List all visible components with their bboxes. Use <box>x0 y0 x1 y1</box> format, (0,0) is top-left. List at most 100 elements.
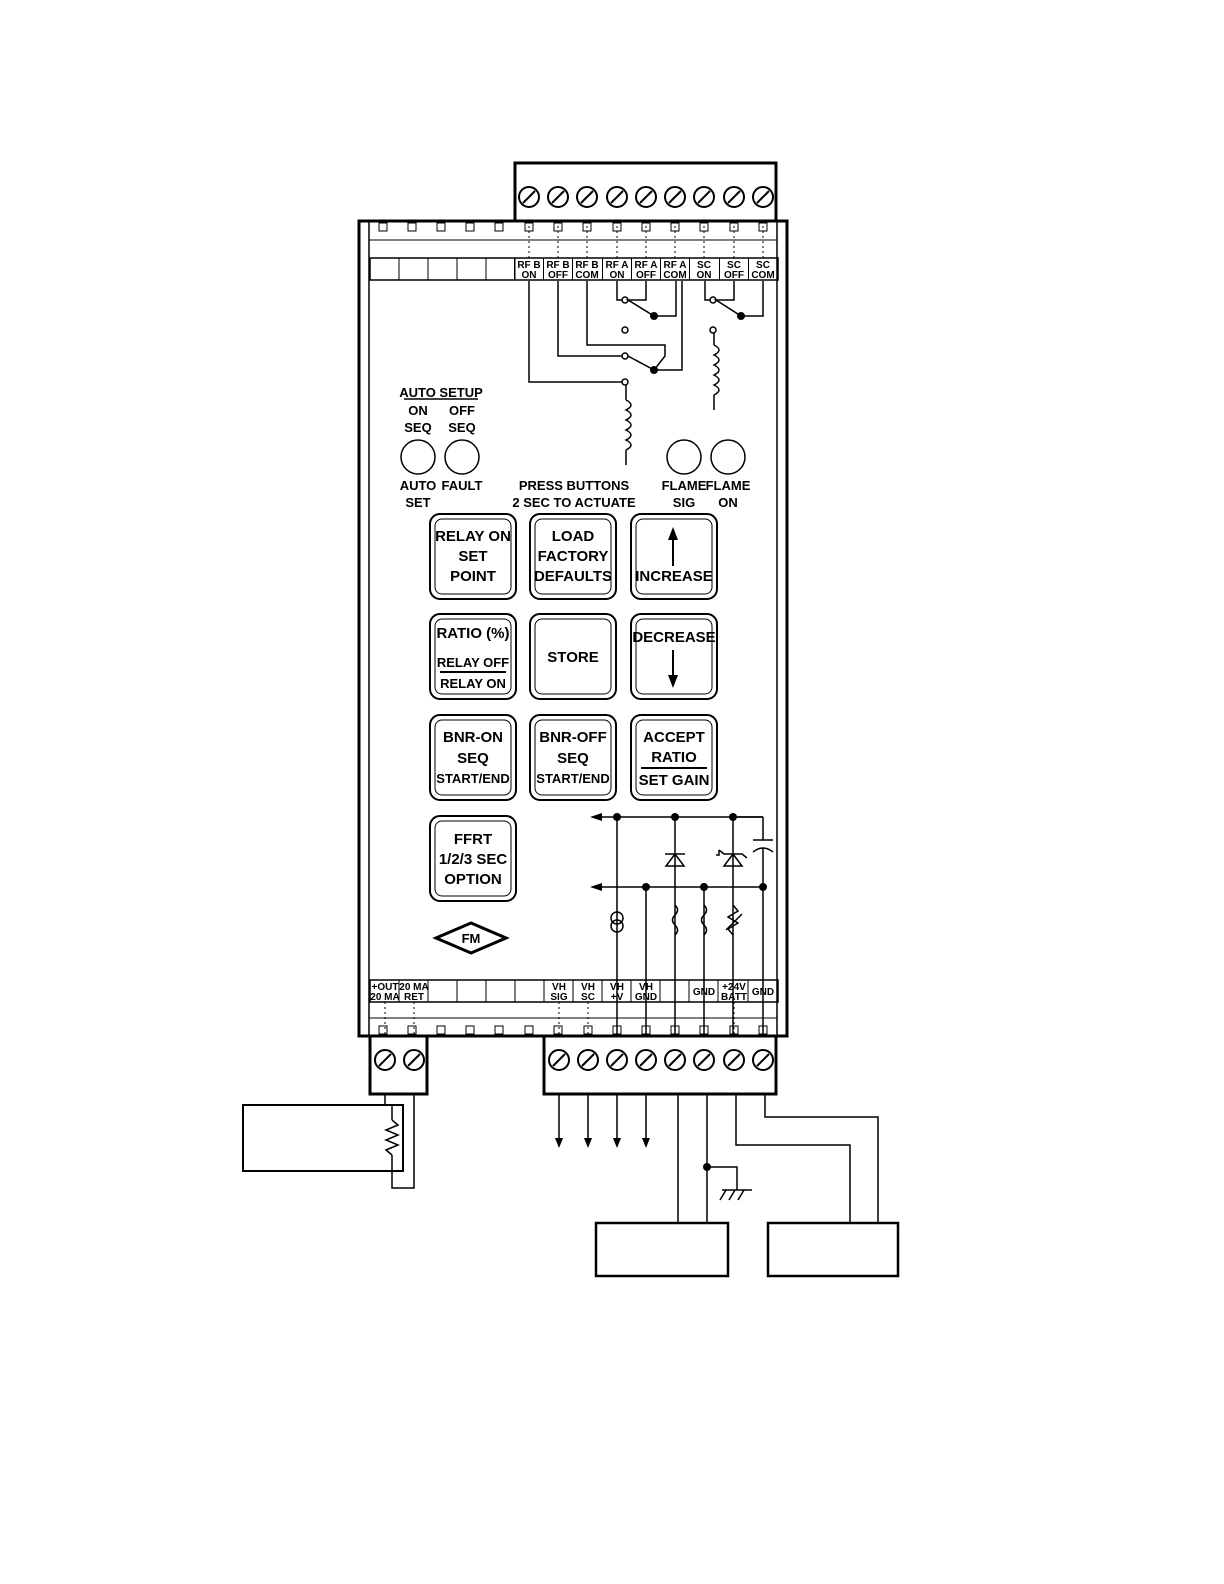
svg-text:AUTO SETUP: AUTO SETUP <box>399 385 483 400</box>
svg-text:SIG: SIG <box>673 495 695 510</box>
housing-tab <box>436 222 446 232</box>
housing-tab <box>494 222 504 232</box>
input-schematic <box>600 816 774 1036</box>
svg-text:FACTORY: FACTORY <box>538 548 609 565</box>
ffrt-option-button[interactable]: FFRT 1/2/3 SEC OPTION <box>429 815 517 902</box>
svg-text:OPTION: OPTION <box>444 871 502 888</box>
housing-tab <box>407 222 417 232</box>
terminal-screw-icon <box>548 1049 570 1071</box>
svg-text:RATIO (%): RATIO (%) <box>436 625 509 642</box>
auto-set-led <box>400 439 436 475</box>
terminal-label: SC <box>756 260 770 271</box>
terminal-screw-icon <box>752 186 774 208</box>
svg-text:START/END: START/END <box>536 771 609 786</box>
svg-text:RATIO: RATIO <box>651 749 697 766</box>
bottom-connector-right <box>542 1034 778 1096</box>
terminal-screw-icon <box>664 1049 686 1071</box>
terminal-screw-icon <box>635 1049 657 1071</box>
housing-tab <box>436 1025 446 1035</box>
store-button[interactable]: STORE <box>529 613 617 700</box>
terminal-label: ON <box>697 270 712 281</box>
auto-setup-label: AUTO SETUP ON SEQ OFF SEQ <box>399 385 483 435</box>
flame-sig-led <box>666 439 702 475</box>
svg-text:RELAY ON: RELAY ON <box>440 676 506 691</box>
terminal-label: RF A <box>664 260 687 271</box>
input-schematic-arrows <box>590 813 767 891</box>
svg-text:DEFAULTS: DEFAULTS <box>534 568 612 585</box>
svg-text:SEQ: SEQ <box>404 420 431 435</box>
housing-tab <box>407 1025 417 1035</box>
svg-text:BNR-ON: BNR-ON <box>443 729 503 746</box>
flame-on-led <box>710 439 746 475</box>
bnr-on-seq-button[interactable]: BNR-ON SEQ START/END <box>429 714 517 801</box>
terminal-screw-icon <box>403 1049 425 1071</box>
terminal-label: VH <box>610 982 624 993</box>
terminal-screw-icon <box>518 186 540 208</box>
terminal-label: RF A <box>606 260 629 271</box>
terminal-screw-icon <box>723 1049 745 1071</box>
svg-text:FAULT: FAULT <box>442 478 483 493</box>
terminal-label: RF B <box>575 260 598 271</box>
led-labels: AUTO SET FAULT FLAME SIG FLAME ON <box>400 478 751 510</box>
terminal-label: RF B <box>546 260 569 271</box>
terminal-screw-icon <box>577 1049 599 1071</box>
bottom-connector-left <box>368 1034 429 1096</box>
svg-text:POINT: POINT <box>450 568 496 585</box>
terminal-label: SC <box>581 992 595 1003</box>
terminal-label: GND <box>635 992 657 1003</box>
terminal-label: SC <box>727 260 741 271</box>
svg-text:AUTO: AUTO <box>400 478 437 493</box>
ratio-button[interactable]: RATIO (%) RELAY OFF RELAY ON <box>429 613 517 700</box>
svg-text:ACCEPT: ACCEPT <box>643 729 705 746</box>
housing-tab <box>465 1025 475 1035</box>
svg-text:2 SEC TO ACTUATE: 2 SEC TO ACTUATE <box>512 495 636 510</box>
svg-text:RELAY ON: RELAY ON <box>435 528 511 545</box>
terminal-label: BATT <box>721 992 747 1003</box>
svg-text:SET GAIN: SET GAIN <box>639 772 710 789</box>
terminal-label: SC <box>697 260 711 271</box>
terminal-label: COM <box>751 270 774 281</box>
terminal-label: +OUT <box>372 982 399 993</box>
terminal-screw-icon <box>576 186 598 208</box>
top-connector <box>513 161 778 223</box>
svg-text:ON: ON <box>718 495 738 510</box>
terminal-screw-icon <box>693 186 715 208</box>
svg-text:SET: SET <box>458 548 487 565</box>
relay-on-set-point-button[interactable]: RELAY ON SET POINT <box>429 513 517 600</box>
svg-text:FLAME: FLAME <box>706 478 751 493</box>
svg-text:SET: SET <box>405 495 430 510</box>
terminal-label: VH <box>639 982 653 993</box>
svg-text:DECREASE: DECREASE <box>632 629 715 646</box>
terminal-screw-icon <box>374 1049 396 1071</box>
terminal-label: COM <box>663 270 686 281</box>
bnr-off-seq-button[interactable]: BNR-OFF SEQ START/END <box>529 714 617 801</box>
press-buttons-note: PRESS BUTTONS 2 SEC TO ACTUATE <box>512 478 636 510</box>
load-factory-defaults-button[interactable]: LOAD FACTORY DEFAULTS <box>529 513 617 600</box>
svg-text:LOAD: LOAD <box>552 528 595 545</box>
terminal-label: VH <box>581 982 595 993</box>
accept-ratio-set-gain-button[interactable]: ACCEPT RATIO SET GAIN <box>630 714 718 801</box>
housing-tab <box>465 222 475 232</box>
decrease-button[interactable]: DECREASE <box>630 613 718 700</box>
arrow-up-icon <box>668 527 678 566</box>
fault-led <box>444 439 480 475</box>
terminal-label: GND <box>752 987 774 998</box>
svg-text:PRESS BUTTONS: PRESS BUTTONS <box>519 478 630 493</box>
svg-text:SEQ: SEQ <box>448 420 475 435</box>
terminal-label: OFF <box>636 270 656 281</box>
terminal-label: COM <box>575 270 598 281</box>
housing-tab <box>378 1025 388 1035</box>
arrow-down-icon <box>668 650 678 688</box>
terminal-label: 20 MA <box>370 992 399 1003</box>
increase-button[interactable]: INCREASE <box>630 513 718 600</box>
terminal-screw-icon <box>664 186 686 208</box>
module-housing <box>357 219 789 1038</box>
terminal-label: RF A <box>635 260 658 271</box>
svg-text:INCREASE: INCREASE <box>635 568 713 585</box>
svg-text:BNR-OFF: BNR-OFF <box>539 729 607 746</box>
svg-text:1/2/3 SEC: 1/2/3 SEC <box>439 851 508 868</box>
terminal-label: RET <box>404 992 424 1003</box>
